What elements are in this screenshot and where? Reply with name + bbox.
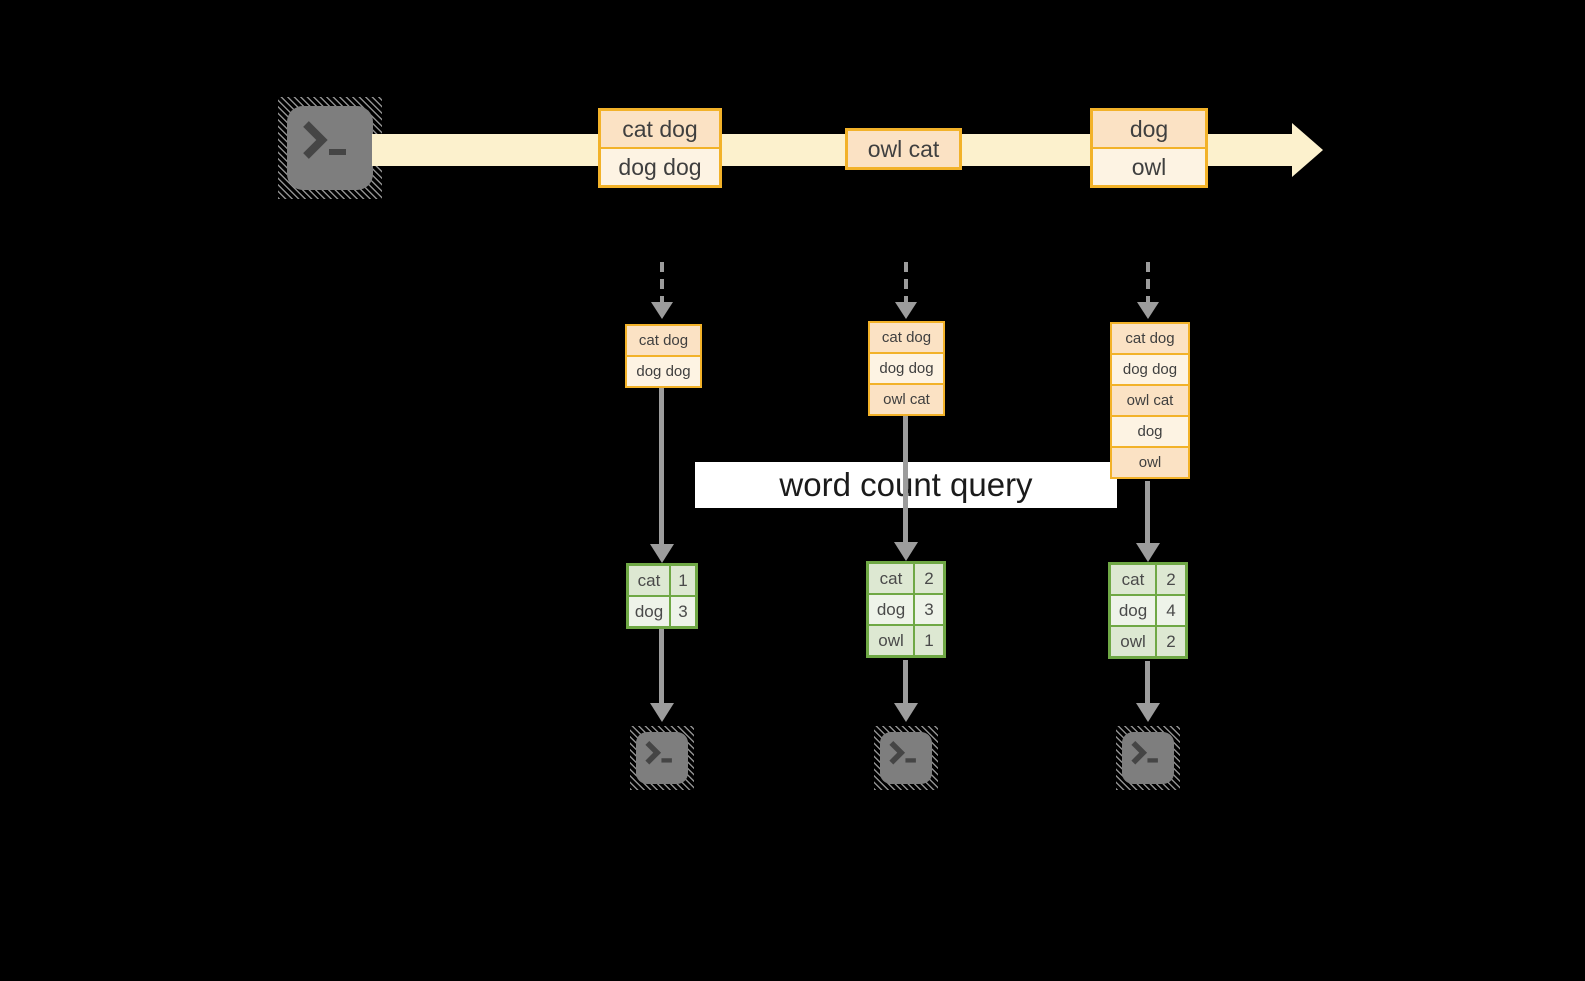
stream-event-cell: owl [1093, 149, 1205, 185]
output-terminal-icon [1116, 726, 1180, 790]
source-terminal-icon [278, 97, 382, 199]
ingest-arrow-shaft [904, 262, 908, 302]
terminal-prompt-icon [303, 121, 346, 159]
count-word: dog [629, 597, 669, 626]
count-value: 3 [671, 597, 695, 626]
stream-event-box: owl cat [845, 128, 962, 170]
terminal-screen [636, 732, 688, 784]
stream-event-cell: owl cat [848, 131, 959, 167]
buffer-record: owl [1112, 448, 1188, 477]
count-row: dog 4 [1111, 596, 1185, 625]
count-word: cat [869, 564, 913, 593]
count-word: owl [869, 626, 913, 655]
count-row: cat 2 [1111, 565, 1185, 594]
record-buffer-box: cat dog dog dog [625, 324, 702, 388]
count-word: owl [1111, 627, 1155, 656]
ingest-arrowhead-icon [1137, 302, 1159, 319]
stream-event-cell: cat dog [601, 111, 719, 147]
ingest-arrowhead-icon [651, 302, 673, 319]
count-value: 1 [915, 626, 943, 655]
output-arrow-shaft [1145, 661, 1150, 703]
buffer-record: cat dog [1112, 324, 1188, 353]
stream-arrowhead-icon [1292, 123, 1323, 177]
count-value: 1 [671, 566, 695, 595]
terminal-screen [1122, 732, 1174, 784]
count-row: owl 2 [1111, 627, 1185, 656]
buffer-record: cat dog [627, 326, 700, 355]
count-value: 4 [1157, 596, 1185, 625]
buffer-record: dog dog [627, 357, 700, 386]
word-count-table: cat 1 dog 3 [626, 563, 698, 629]
count-word: dog [869, 595, 913, 624]
output-arrowhead-icon [1136, 703, 1160, 722]
buffer-record: dog [1112, 417, 1188, 446]
count-word: cat [1111, 565, 1155, 594]
query-arrow-shaft [903, 416, 908, 542]
stream-event-cell: dog [1093, 111, 1205, 147]
ingest-arrowhead-icon [895, 302, 917, 319]
terminal-prompt-icon [1131, 740, 1158, 765]
ingest-arrow-shaft [1146, 262, 1150, 302]
output-arrow-shaft [903, 660, 908, 703]
query-arrowhead-icon [1136, 543, 1160, 562]
count-row: cat 1 [629, 566, 695, 595]
buffer-record: owl cat [870, 385, 943, 414]
buffer-record: owl cat [1112, 386, 1188, 415]
count-row: dog 3 [629, 597, 695, 626]
output-arrow-shaft [659, 629, 664, 703]
terminal-screen [880, 732, 932, 784]
count-word: cat [629, 566, 669, 595]
terminal-prompt-icon [645, 740, 672, 765]
buffer-record: dog dog [1112, 355, 1188, 384]
stream-event-box: dog owl [1090, 108, 1208, 188]
terminal-screen [287, 106, 373, 190]
query-arrow-shaft [1145, 481, 1150, 543]
buffer-record: dog dog [870, 354, 943, 383]
query-arrow-shaft [659, 387, 664, 544]
output-arrowhead-icon [650, 703, 674, 722]
word-count-table: cat 2 dog 4 owl 2 [1108, 562, 1188, 659]
buffer-record: cat dog [870, 323, 943, 352]
record-buffer-box: cat dog dog dog owl cat dog owl [1110, 322, 1190, 479]
output-terminal-icon [874, 726, 938, 790]
ingest-arrow-shaft [660, 262, 664, 302]
output-arrowhead-icon [894, 703, 918, 722]
count-value: 2 [1157, 627, 1185, 656]
query-arrowhead-icon [650, 544, 674, 563]
count-row: cat 2 [869, 564, 943, 593]
count-value: 3 [915, 595, 943, 624]
count-row: owl 1 [869, 626, 943, 655]
stream-event-box: cat dog dog dog [598, 108, 722, 188]
stream-event-cell: dog dog [601, 149, 719, 185]
record-buffer-box: cat dog dog dog owl cat [868, 321, 945, 416]
count-value: 2 [915, 564, 943, 593]
count-value: 2 [1157, 565, 1185, 594]
query-arrowhead-icon [894, 542, 918, 561]
count-row: dog 3 [869, 595, 943, 624]
output-terminal-icon [630, 726, 694, 790]
terminal-prompt-icon [889, 740, 916, 765]
word-count-table: cat 2 dog 3 owl 1 [866, 561, 946, 658]
count-word: dog [1111, 596, 1155, 625]
